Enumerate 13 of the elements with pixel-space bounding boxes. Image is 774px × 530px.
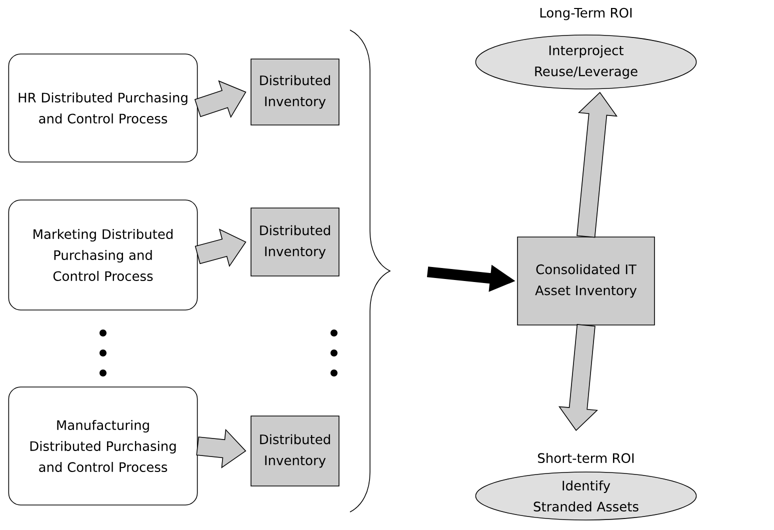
roi-label: Short-term ROI — [538, 452, 634, 464]
process-box: HR Distributed Purchasing and Control Process — [8, 54, 198, 162]
inventory-box: Distributed Inventory — [250, 208, 340, 276]
inventory-box: Consolidated IT Asset Inventory — [517, 236, 655, 326]
process-box: Manufacturing Distributed Purchasing and Control Process — [8, 386, 198, 506]
process-box: Marketing Distributed Purchasing and Control Process — [8, 200, 198, 310]
block-arrow — [576, 92, 618, 238]
inventory-box: Distributed Inventory — [250, 58, 340, 126]
block-arrow — [196, 428, 246, 468]
inventory-box: Distributed Inventory — [250, 416, 340, 486]
roi-label: Long-Term ROI — [540, 8, 632, 20]
block-arrow — [558, 324, 598, 431]
block-arrow — [194, 228, 246, 268]
